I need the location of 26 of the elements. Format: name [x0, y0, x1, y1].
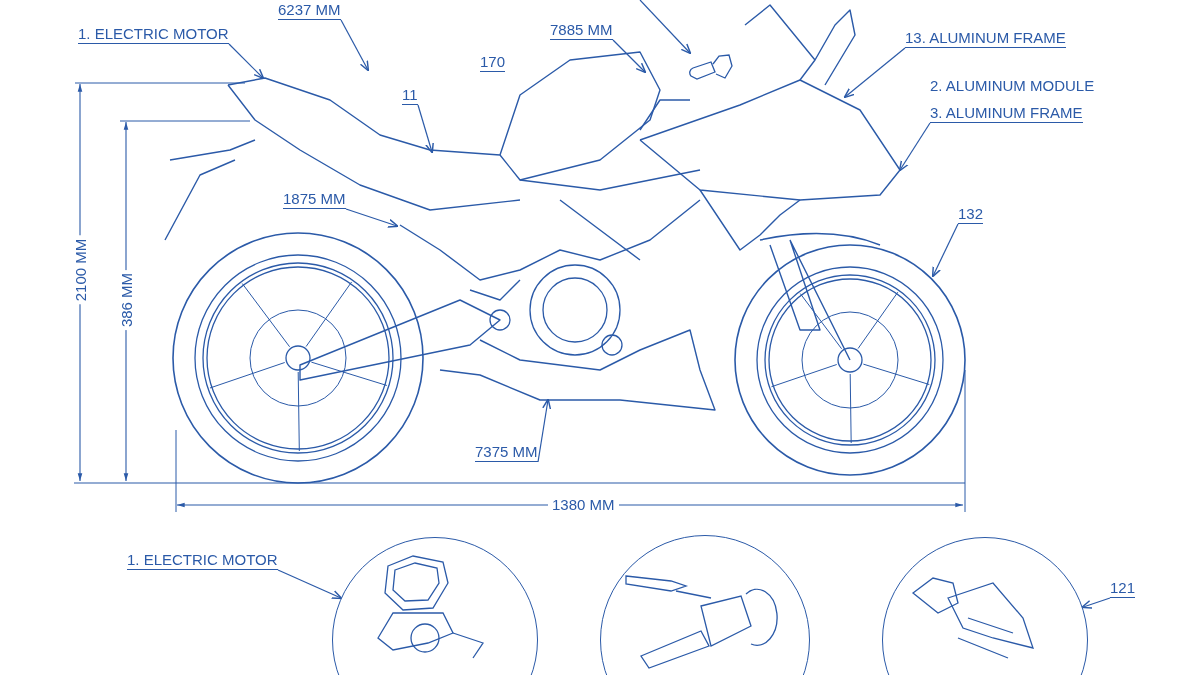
- leader-line: [639, 0, 692, 55]
- handlebar-drawing: [689, 52, 735, 82]
- callout-label: 1875 MM: [283, 190, 346, 209]
- leader-line: [537, 398, 552, 463]
- leader-line: [931, 223, 959, 278]
- leader-line: [345, 208, 399, 228]
- callout-label: 121: [1110, 579, 1136, 598]
- callout-label: 13. ALUMINUM FRAME: [905, 29, 1066, 48]
- callout-label: 1. ELECTRIC MOTOR: [78, 25, 229, 44]
- leader-line: [277, 569, 343, 600]
- callout-number: 170: [480, 53, 506, 72]
- leader-line: [843, 47, 906, 99]
- leader-line: [1081, 597, 1111, 609]
- callout-label: 1. ELECTRIC MOTOR: [127, 551, 278, 570]
- leader-line: [340, 19, 370, 72]
- callout-label: 3. ALUMINUM FRAME: [930, 104, 1083, 123]
- leader-line: [228, 43, 265, 80]
- callout-label: 6237 MM: [278, 1, 341, 20]
- callout-label: 7375 MM: [475, 443, 538, 462]
- leader-line: [612, 39, 647, 74]
- part-label: 2. ALUMINUM MODULE: [930, 77, 1095, 94]
- callout-label: 132: [958, 205, 984, 224]
- leader-line: [417, 104, 434, 154]
- leader-line: [898, 122, 931, 172]
- callout-label: 7885 MM: [550, 21, 613, 40]
- callout-label: 11: [402, 86, 418, 105]
